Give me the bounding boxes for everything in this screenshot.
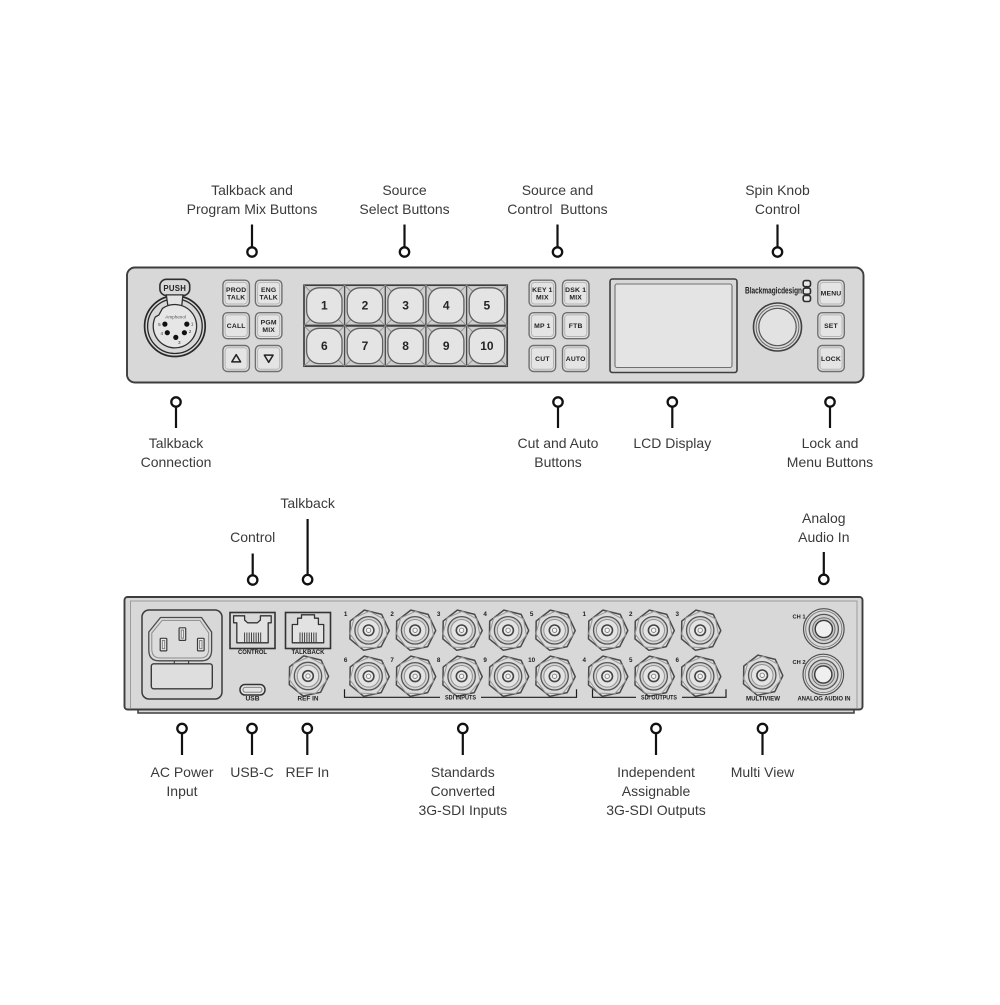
svg-text:3: 3 bbox=[178, 340, 181, 345]
svg-text:AUTO: AUTO bbox=[566, 356, 586, 363]
svg-text:USB-C: USB-C bbox=[230, 764, 274, 780]
svg-text:Control: Control bbox=[755, 201, 800, 217]
svg-text:3: 3 bbox=[402, 299, 409, 313]
svg-text:Input: Input bbox=[166, 783, 197, 799]
svg-text:Cut and Auto: Cut and Auto bbox=[518, 435, 599, 451]
svg-text:LOCK: LOCK bbox=[821, 356, 841, 363]
svg-text:KEY 1: KEY 1 bbox=[532, 287, 553, 294]
svg-text:Lock and: Lock and bbox=[802, 435, 859, 451]
svg-text:9: 9 bbox=[483, 657, 487, 664]
svg-text:PUSH: PUSH bbox=[163, 284, 186, 293]
svg-text:Amphenol: Amphenol bbox=[165, 315, 186, 320]
svg-text:MIX: MIX bbox=[262, 327, 275, 334]
svg-text:Spin Knob: Spin Knob bbox=[745, 182, 810, 198]
svg-text:9: 9 bbox=[443, 339, 450, 353]
svg-text:DSK 1: DSK 1 bbox=[565, 287, 586, 294]
svg-text:Talkback: Talkback bbox=[149, 435, 204, 451]
svg-text:Control: Control bbox=[230, 529, 275, 545]
svg-text:MULTIVIEW: MULTIVIEW bbox=[746, 696, 781, 703]
svg-text:1: 1 bbox=[321, 299, 328, 313]
svg-text:3: 3 bbox=[675, 611, 679, 618]
svg-text:CALL: CALL bbox=[227, 323, 246, 330]
svg-text:AC Power: AC Power bbox=[150, 764, 213, 780]
svg-text:Standards: Standards bbox=[431, 764, 495, 780]
svg-text:6: 6 bbox=[675, 657, 679, 664]
svg-text:1: 1 bbox=[191, 321, 194, 326]
svg-text:4: 4 bbox=[161, 331, 164, 336]
svg-text:Analog: Analog bbox=[802, 510, 846, 526]
svg-text:Select Buttons: Select Buttons bbox=[359, 201, 449, 217]
svg-text:CH 1: CH 1 bbox=[793, 614, 807, 620]
svg-text:10: 10 bbox=[528, 657, 536, 664]
svg-text:Control Buttons: Control Buttons bbox=[507, 201, 607, 217]
svg-text:Independent: Independent bbox=[617, 764, 695, 780]
svg-text:6: 6 bbox=[344, 657, 348, 664]
svg-text:Source and: Source and bbox=[522, 182, 594, 198]
svg-text:SET: SET bbox=[824, 323, 838, 330]
svg-text:8: 8 bbox=[402, 339, 409, 353]
svg-text:SDI INPUTS: SDI INPUTS bbox=[445, 695, 476, 702]
svg-text:1: 1 bbox=[582, 611, 586, 618]
svg-text:5: 5 bbox=[158, 322, 161, 327]
svg-text:Talkback and: Talkback and bbox=[211, 182, 293, 198]
svg-text:MP 1: MP 1 bbox=[534, 323, 551, 330]
svg-text:TALKBACK: TALKBACK bbox=[292, 649, 325, 656]
svg-text:5: 5 bbox=[629, 657, 633, 664]
svg-text:PROD: PROD bbox=[226, 287, 246, 294]
svg-text:3G-SDI Outputs: 3G-SDI Outputs bbox=[606, 802, 706, 818]
svg-text:2: 2 bbox=[629, 611, 633, 618]
svg-text:8: 8 bbox=[437, 657, 441, 664]
svg-text:Talkback: Talkback bbox=[280, 495, 335, 511]
svg-text:PGM: PGM bbox=[261, 319, 277, 326]
svg-text:Buttons: Buttons bbox=[534, 454, 581, 470]
svg-text:MIX: MIX bbox=[569, 294, 582, 301]
svg-text:6: 6 bbox=[321, 339, 328, 353]
svg-text:TALK: TALK bbox=[259, 294, 277, 301]
svg-text:CONTROL: CONTROL bbox=[238, 649, 267, 656]
svg-text:5: 5 bbox=[530, 611, 534, 618]
svg-text:Converted: Converted bbox=[431, 783, 496, 799]
svg-text:TALK: TALK bbox=[227, 294, 245, 301]
svg-text:Connection: Connection bbox=[141, 454, 212, 470]
svg-text:MENU: MENU bbox=[821, 291, 842, 298]
svg-text:7: 7 bbox=[390, 657, 394, 664]
svg-text:2: 2 bbox=[390, 611, 394, 618]
svg-text:4: 4 bbox=[483, 611, 487, 618]
svg-text:4: 4 bbox=[443, 299, 450, 313]
svg-text:FTB: FTB bbox=[569, 323, 583, 330]
svg-text:CH 2: CH 2 bbox=[793, 660, 807, 666]
svg-text:REF In: REF In bbox=[286, 764, 330, 780]
svg-text:Program Mix Buttons: Program Mix Buttons bbox=[187, 201, 318, 217]
svg-text:Assignable: Assignable bbox=[622, 783, 691, 799]
svg-text:1: 1 bbox=[344, 611, 348, 618]
svg-text:2: 2 bbox=[189, 329, 192, 334]
svg-text:Menu Buttons: Menu Buttons bbox=[787, 454, 873, 470]
svg-text:Source: Source bbox=[382, 182, 427, 198]
svg-text:LCD Display: LCD Display bbox=[633, 435, 711, 451]
svg-text:Audio In: Audio In bbox=[798, 529, 849, 545]
svg-text:SDI OUTPUTS: SDI OUTPUTS bbox=[641, 695, 677, 702]
svg-text:5: 5 bbox=[484, 299, 491, 313]
svg-text:3: 3 bbox=[437, 611, 441, 618]
svg-text:REF IN: REF IN bbox=[298, 696, 319, 703]
svg-text:Blackmagicdesign: Blackmagicdesign bbox=[745, 285, 802, 295]
svg-text:7: 7 bbox=[362, 339, 369, 353]
svg-text:CUT: CUT bbox=[535, 356, 550, 363]
svg-text:ENG: ENG bbox=[261, 287, 276, 294]
svg-text:ANALOG AUDIO IN: ANALOG AUDIO IN bbox=[798, 696, 851, 703]
svg-text:Multi View: Multi View bbox=[731, 764, 795, 780]
svg-text:USB: USB bbox=[246, 696, 260, 703]
svg-text:3G-SDI Inputs: 3G-SDI Inputs bbox=[418, 802, 507, 818]
svg-text:4: 4 bbox=[582, 657, 586, 664]
svg-text:10: 10 bbox=[480, 339, 494, 353]
svg-text:2: 2 bbox=[362, 299, 369, 313]
svg-text:MIX: MIX bbox=[536, 294, 549, 301]
